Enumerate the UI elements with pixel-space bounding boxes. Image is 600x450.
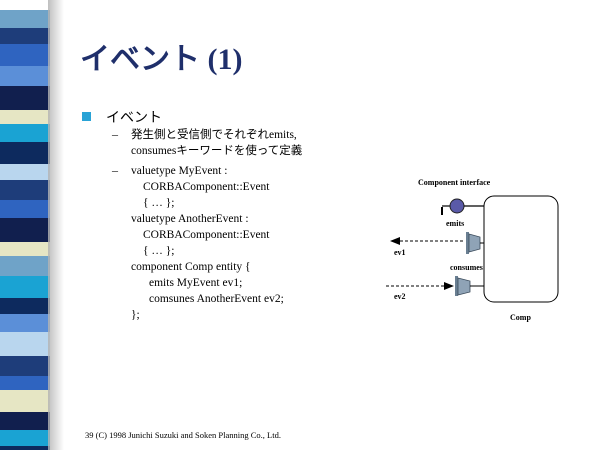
stripe-segment xyxy=(0,376,50,390)
emits-port-icon xyxy=(468,233,481,253)
stripe-segment xyxy=(0,430,50,446)
component-interface-label: Component interface xyxy=(418,178,491,187)
stripe-segment xyxy=(0,28,50,44)
stripe-segment xyxy=(0,66,50,86)
comp-label: Comp xyxy=(510,313,531,322)
code-line-9: comsunes AnotherEvent ev2; xyxy=(149,293,284,305)
sub1-line-2: consumesキーワードを使って定義 xyxy=(131,145,303,157)
stripe-segment xyxy=(0,200,50,218)
code-line-4: valuetype AnotherEvent : xyxy=(131,213,249,225)
stripe-segment xyxy=(0,0,50,10)
code-line-6: { … }; xyxy=(143,245,175,257)
stripe-segment xyxy=(0,446,50,450)
ev1-arrow-head-icon xyxy=(390,237,400,245)
comp-box xyxy=(483,195,559,303)
stripe-segment xyxy=(0,44,50,66)
stripe-segment xyxy=(0,180,50,200)
stripe-segment xyxy=(0,164,50,180)
code-line-10: }; xyxy=(131,309,140,321)
sub1-line-1: 発生側と受信側でそれぞれemits, xyxy=(131,129,297,141)
stripe-segment xyxy=(0,256,50,276)
stripe-segment xyxy=(0,356,50,376)
slide-title: イベント (1) xyxy=(80,43,243,76)
bullet-text: イベント xyxy=(106,111,162,126)
stripe-segment xyxy=(0,390,50,412)
stripe-segment xyxy=(0,142,50,164)
stripe-segment xyxy=(0,314,50,332)
footer-text: 39 (C) 1998 Junichi Suzuki and Soken Pla… xyxy=(85,430,281,440)
emits-label: emits xyxy=(446,219,465,228)
stripe-segment xyxy=(0,412,50,430)
dash-bullet-1: – xyxy=(112,127,118,141)
consumes-port-plate xyxy=(455,276,458,296)
code-line-5: CORBAComponent::Event xyxy=(143,229,270,241)
ev2-label: ev2 xyxy=(394,292,406,301)
stripe-segment xyxy=(0,10,50,28)
bullet-square-icon xyxy=(82,112,91,121)
stripe-segment xyxy=(0,276,50,298)
consumes-label: consumes xyxy=(450,263,483,272)
stripe-segment xyxy=(0,298,50,314)
stripe-segment xyxy=(0,110,50,124)
ev2-arrow-head-icon xyxy=(444,282,454,290)
code-line-2: CORBAComponent::Event xyxy=(143,181,270,193)
stripe-segment xyxy=(0,86,50,110)
code-line-8: emits MyEvent ev1; xyxy=(149,277,243,289)
emits-port-plate xyxy=(466,232,469,254)
dash-bullet-2: – xyxy=(112,163,118,177)
code-line-1: valuetype MyEvent : xyxy=(131,165,228,177)
component-diagram: Component interface emits ev1 consumes e… xyxy=(380,170,580,330)
component-diagram-svg xyxy=(386,195,559,303)
decorative-stripe-bar xyxy=(0,0,64,450)
ev1-label: ev1 xyxy=(394,248,406,257)
stripe-segment xyxy=(0,218,50,242)
stripe-segment xyxy=(0,124,50,142)
stripe-segment xyxy=(0,242,50,256)
interface-circle-icon xyxy=(449,198,465,214)
stripe-shadow xyxy=(48,0,64,450)
code-line-7: component Comp entity { xyxy=(131,261,251,273)
consumes-port-icon xyxy=(457,277,471,296)
stripe-segment xyxy=(0,332,50,356)
code-line-3: { … }; xyxy=(143,197,175,209)
